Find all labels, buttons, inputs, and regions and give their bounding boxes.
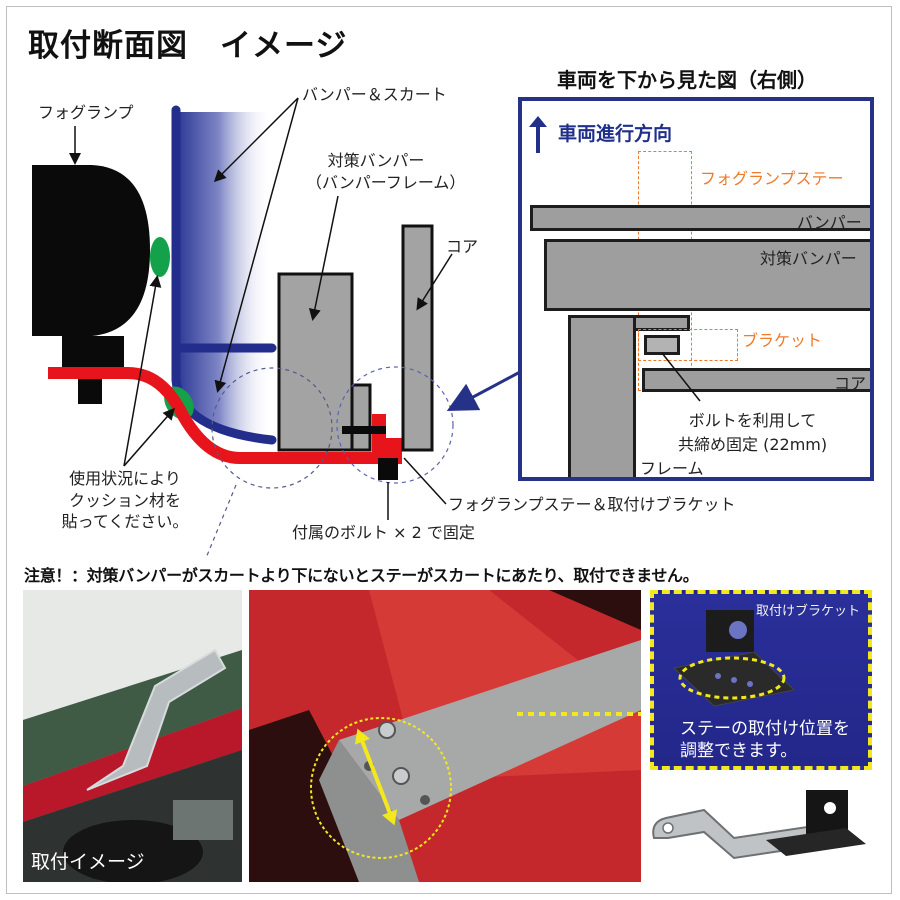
- bracket-gray: [350, 383, 372, 452]
- leader-skirt-1: [213, 97, 299, 183]
- panel-bracket-label: ブラケット: [742, 331, 823, 350]
- detail-circle-right: [336, 366, 454, 484]
- detail-circle-left: [211, 367, 333, 489]
- label-bolt-fix: 付属のボルト × 2 で固定: [292, 523, 475, 542]
- closeup-photo: [249, 590, 641, 882]
- panel-foglamp-stay-label: フォグランプステー: [700, 169, 844, 188]
- bolt-horizontal: [342, 426, 386, 434]
- install-photo-scene: [23, 590, 242, 882]
- panel-frame-label: フレーム: [640, 459, 704, 478]
- taisaku-bumper: [277, 272, 354, 452]
- label-cushion-line3: 貼ってください。: [61, 512, 189, 532]
- label-cushion-line2: クッション材を: [68, 490, 181, 510]
- leader-stay: [403, 457, 447, 505]
- panel-bumper-bar: [530, 205, 870, 231]
- panel-bolt-note: ボルトを利用して 共締め固定 (22mm): [678, 407, 827, 455]
- leader-cushion-1: [123, 275, 162, 467]
- label-taisaku-line1: 対策バンパー: [327, 151, 425, 170]
- panel-taisaku-label: 対策バンパー: [760, 249, 857, 268]
- panel-core-label: コア: [834, 374, 867, 393]
- foglamp-bolt: [78, 378, 102, 404]
- bracket-photo: 取付けブラケット ステーの取付け位置を 調整できます。: [650, 590, 872, 770]
- panel-bolt-note-line1: ボルトを利用して: [688, 411, 817, 430]
- warning-text: 注意！：対策バンパーがスカートより下にないとステーがスカートにあたり、取付できま…: [24, 566, 699, 585]
- bracket-illustration: [672, 610, 796, 707]
- cross-section-diagram: [32, 97, 521, 559]
- foglamp-body: [32, 165, 150, 336]
- panel-bolt-note-line2: 共締め固定 (22mm): [678, 435, 828, 454]
- bracket-photo-title: 取付けブラケット: [755, 604, 860, 619]
- foglamp-mount: [62, 336, 124, 368]
- label-stay-bracket: フォグランプステー＆取付けブラケット: [448, 495, 736, 514]
- bracket-adjust-line2: 調整できます。: [680, 741, 798, 762]
- label-cushion: 使用状況により クッション材を 貼ってください。: [40, 468, 210, 533]
- bracket-adjust-line1: ステーの取付け位置を: [680, 719, 850, 739]
- connector-dashed: [205, 484, 237, 559]
- bracket-adjust-note: ステーの取付け位置を 調整できます。: [680, 718, 850, 762]
- skirt-outline: [171, 105, 277, 445]
- label-cushion-line1: 使用状況により: [69, 469, 181, 488]
- panel-bumper-label: バンパー: [797, 213, 862, 232]
- underside-view-panel: 車両進行方向 フォグランプステー バンパー 対策バンパー ブラケット コア ボル…: [518, 97, 874, 481]
- direction-label: 車両進行方向: [558, 123, 673, 145]
- leader-taisaku: [308, 195, 339, 321]
- panel-frame-bar: [568, 315, 636, 477]
- skirt-shading: [176, 112, 272, 442]
- leader-skirt-2: [214, 97, 299, 393]
- core: [401, 224, 434, 452]
- bolt-head-bottom: [378, 458, 398, 480]
- panel-core-bar: [642, 368, 870, 392]
- install-caption: 取付イメージ: [31, 851, 145, 873]
- label-bumper-skirt: バンパー＆スカート: [302, 85, 447, 104]
- panel-taisaku-bar: [544, 239, 870, 311]
- panel-pointer-arrow: [446, 370, 521, 412]
- page-title: 取付断面図 イメージ: [28, 28, 348, 64]
- bracket-highlight-box: [638, 329, 738, 361]
- foglamp-stay: [48, 367, 402, 464]
- label-core: コア: [446, 237, 479, 256]
- label-taisaku: 対策バンパー （バンパーフレーム）: [306, 150, 466, 193]
- install-photo: 取付イメージ: [23, 590, 242, 882]
- panel-title: 車両を下から見た図（右側）: [557, 68, 817, 92]
- stay-product-illustration: [652, 790, 866, 860]
- label-foglamp: フォグランプ: [38, 103, 134, 122]
- panel-leader-line: [661, 352, 701, 402]
- leader-cushion-2: [123, 407, 175, 467]
- bracket-red: [372, 414, 402, 458]
- label-taisaku-line2: （バンパーフレーム）: [306, 172, 466, 192]
- page-frame: [6, 6, 892, 894]
- cushion-top: [150, 237, 170, 277]
- closeup-photo-scene: [249, 590, 641, 882]
- leader-core: [416, 253, 453, 311]
- forward-arrow-icon: [529, 116, 547, 153]
